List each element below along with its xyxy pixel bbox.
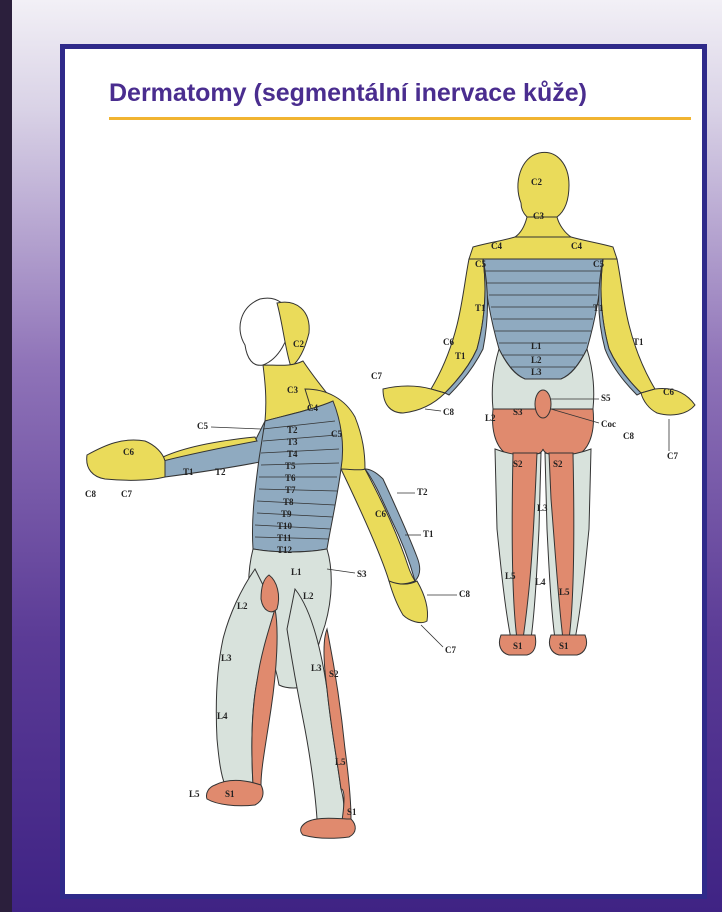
label-s2-side: S2 bbox=[329, 669, 339, 679]
label-l1-side: L1 bbox=[291, 567, 302, 577]
label-t2-callout: T2 bbox=[417, 487, 428, 497]
label-c4-back-right: C4 bbox=[571, 241, 582, 251]
label-l3-front: L3 bbox=[311, 663, 322, 673]
label-l4-side: L4 bbox=[217, 711, 228, 721]
label-s1-back-left: S1 bbox=[513, 641, 523, 651]
label-l3-back-leg: L3 bbox=[537, 503, 548, 513]
label-c8-back-left: C8 bbox=[443, 407, 454, 417]
label-c6-back-right: C6 bbox=[663, 387, 674, 397]
label-c4-side: C4 bbox=[307, 403, 318, 413]
label-s1-back-foot: S1 bbox=[225, 789, 235, 799]
label-t1-callout: T1 bbox=[423, 529, 434, 539]
label-t2: T2 bbox=[287, 425, 298, 435]
label-l1-back: L1 bbox=[531, 341, 542, 351]
label-s5-back: S5 bbox=[601, 393, 611, 403]
label-l3-back: L3 bbox=[221, 653, 232, 663]
label-c2-back: C2 bbox=[531, 177, 542, 187]
label-c7-hand: C7 bbox=[121, 489, 132, 499]
label-c5-callout: C5 bbox=[197, 421, 208, 431]
label-s2-back-right: S2 bbox=[553, 459, 563, 469]
label-t10: T10 bbox=[277, 521, 293, 531]
label-c8-hand: C8 bbox=[85, 489, 96, 499]
label-l5-back-right: L5 bbox=[559, 587, 570, 597]
label-t2-arm: T2 bbox=[215, 467, 226, 477]
label-c7-back-left: C7 bbox=[371, 371, 382, 381]
label-c8-callout-side: C8 bbox=[459, 589, 470, 599]
label-coc-back: Coc bbox=[601, 419, 616, 429]
label-t1-back-arm-right: T1 bbox=[633, 337, 644, 347]
label-l2-back-spine: L2 bbox=[531, 355, 542, 365]
label-s1-front-foot: S1 bbox=[347, 807, 357, 817]
label-t1-back-right: T1 bbox=[593, 303, 604, 313]
label-s2-back-left: S2 bbox=[513, 459, 523, 469]
label-t3: T3 bbox=[287, 437, 298, 447]
label-t12: T12 bbox=[277, 545, 293, 555]
label-c8-back-right: C8 bbox=[623, 431, 634, 441]
label-s1-back-right: S1 bbox=[559, 641, 569, 651]
label-t1-arm: T1 bbox=[183, 467, 194, 477]
label-c7-back-right: C7 bbox=[667, 451, 678, 461]
label-l2-side: L2 bbox=[303, 591, 314, 601]
label-c6-hand: C6 bbox=[123, 447, 134, 457]
label-t5: T5 bbox=[285, 461, 296, 471]
poster-frame: Dermatomy (segmentální inervace kůže) bbox=[60, 44, 707, 899]
label-l5-foot: L5 bbox=[189, 789, 200, 799]
label-l5-front: L5 bbox=[335, 757, 346, 767]
label-t4: T4 bbox=[287, 449, 298, 459]
label-t1-back-left: T1 bbox=[475, 303, 486, 313]
label-t11: T11 bbox=[277, 533, 292, 543]
label-t1-back-arm-left: T1 bbox=[455, 351, 466, 361]
label-l2-back-hip: L2 bbox=[485, 413, 496, 423]
label-s3-back: S3 bbox=[513, 407, 523, 417]
label-c3-side: C3 bbox=[287, 385, 298, 395]
label-c5-side: C5 bbox=[331, 429, 342, 439]
label-t7: T7 bbox=[285, 485, 296, 495]
left-border-bar bbox=[0, 0, 12, 912]
label-t8: T8 bbox=[283, 497, 294, 507]
dermatome-figures: C2 C3 C4 C5 C5 C6 C6 C7 C8 T1 T2 T1 T2 T… bbox=[65, 49, 702, 894]
label-c5-back-right: C5 bbox=[593, 259, 604, 269]
label-t9: T9 bbox=[281, 509, 292, 519]
label-l5-back-left: L5 bbox=[505, 571, 516, 581]
label-c6-arm: C6 bbox=[375, 509, 386, 519]
label-s3-callout: S3 bbox=[357, 569, 367, 579]
label-c7-callout-side: C7 bbox=[445, 645, 456, 655]
label-l2-back: L2 bbox=[237, 601, 248, 611]
label-t6: T6 bbox=[285, 473, 296, 483]
label-c4-back-left: C4 bbox=[491, 241, 502, 251]
label-c3-back: C3 bbox=[533, 211, 544, 221]
label-c5-back-left: C5 bbox=[475, 259, 486, 269]
label-l3-back-spine: L3 bbox=[531, 367, 542, 377]
label-c6-back-left: C6 bbox=[443, 337, 454, 347]
label-c2-side: C2 bbox=[293, 339, 304, 349]
label-l4-back: L4 bbox=[535, 577, 546, 587]
